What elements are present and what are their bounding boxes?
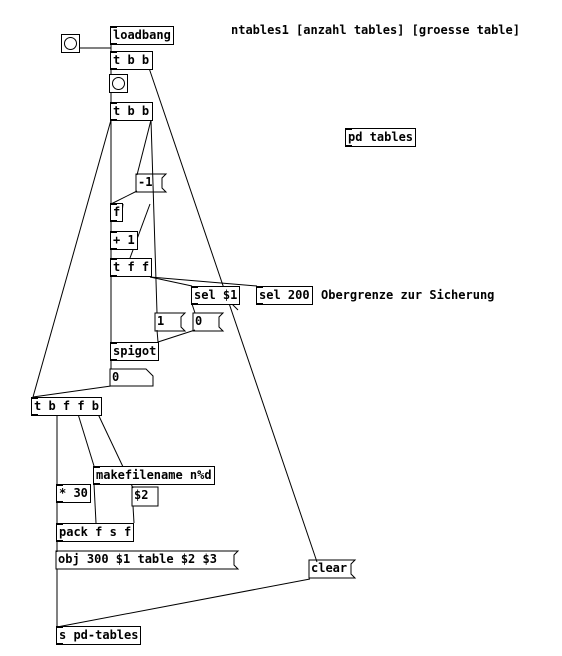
cord (32, 385, 112, 398)
pd-tables-subpatch[interactable]: pd tables (345, 128, 417, 147)
cord (150, 119, 158, 314)
trigger-fff-object[interactable]: t f f (110, 258, 153, 277)
numbox-frame (109, 368, 154, 387)
title-comment: ntables1 [anzahl tables] [groesse table] (231, 23, 520, 37)
msg-zero-frame (192, 312, 225, 332)
bang-circle-icon (112, 77, 125, 90)
cord (56, 578, 311, 628)
times-thirty-object[interactable]: * 30 (56, 484, 91, 503)
msg-one-frame (154, 312, 187, 332)
makefilename-object[interactable]: makefilename n%d (93, 466, 215, 485)
cord (136, 119, 152, 176)
limit-comment: Obergrenze zur Sicherung (321, 288, 495, 302)
bang-circle-icon (64, 37, 77, 50)
trigger-bffb-object[interactable]: t b f f b (31, 397, 103, 416)
cord (132, 505, 135, 524)
plus-one-object[interactable]: + 1 (110, 231, 138, 250)
sel-limit-object[interactable]: sel 200 (256, 286, 313, 305)
one-message[interactable]: 1 (157, 314, 165, 328)
clear-message[interactable]: clear (311, 561, 348, 575)
cord (93, 483, 97, 524)
pack-object[interactable]: pack f s f (56, 523, 135, 542)
cord (157, 329, 196, 343)
cord (32, 119, 112, 398)
cord (156, 329, 159, 343)
message-box-frames (55, 173, 357, 579)
zero-message[interactable]: 0 (195, 314, 203, 328)
msg-minus-one-frame (135, 173, 168, 193)
cord (110, 190, 138, 205)
send-tables-object[interactable]: s pd-tables (56, 626, 142, 645)
trigger-top-object[interactable]: t b b (110, 51, 153, 70)
cord (148, 67, 318, 563)
msg-obj-frame (55, 550, 240, 570)
cord (191, 303, 196, 314)
msg-clear-frame (308, 559, 357, 579)
number-box[interactable]: 0 (112, 370, 120, 384)
cord (231, 303, 239, 311)
msg-dollar-two-frame (131, 486, 159, 507)
minus-one-message[interactable]: -1 (138, 175, 153, 189)
float-object[interactable]: f (110, 203, 123, 222)
cord (149, 276, 193, 287)
cord (149, 276, 258, 287)
loadbang-object[interactable]: loadbang (110, 26, 174, 45)
dollar-two-message[interactable]: $2 (134, 488, 149, 502)
bang-button-second[interactable] (109, 74, 128, 93)
sel-arg-object[interactable]: sel $1 (191, 286, 241, 305)
spigot-object[interactable]: spigot (110, 342, 160, 361)
cord (77, 413, 95, 467)
bang-button-top[interactable] (61, 34, 80, 53)
obj-table-message[interactable]: obj 300 $1 table $2 $3 (58, 552, 217, 566)
trigger-second-object[interactable]: t b b (110, 102, 153, 121)
